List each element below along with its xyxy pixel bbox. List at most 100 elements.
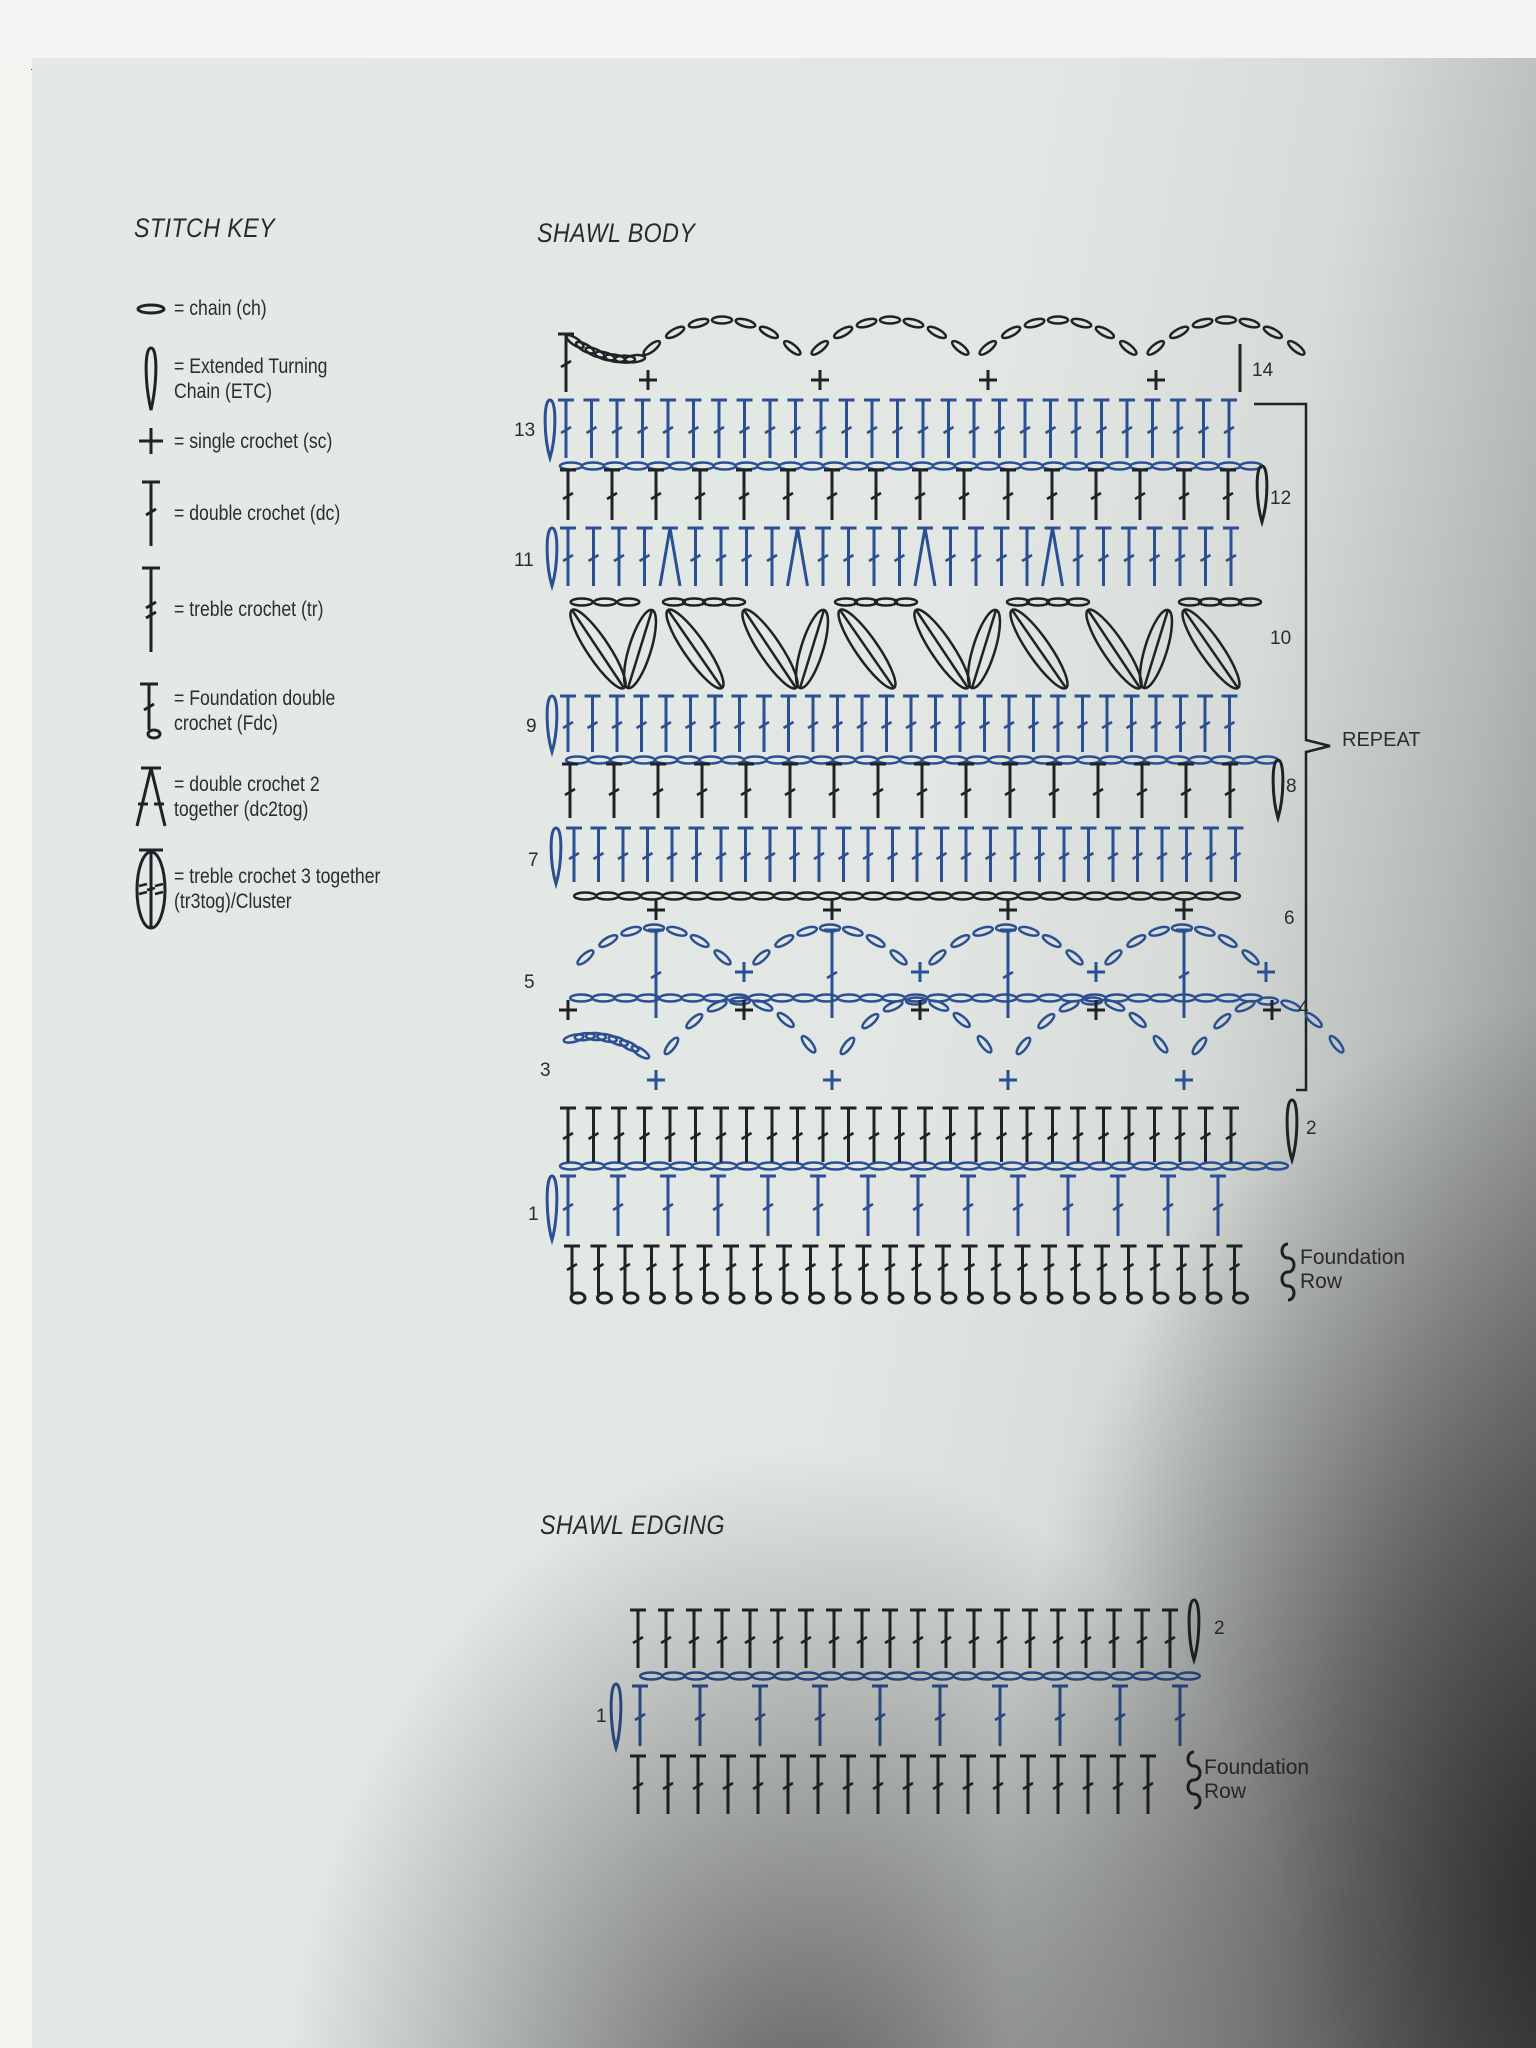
dc-stitch <box>1068 398 1084 458</box>
chain-link <box>756 461 781 471</box>
dc-stitch <box>798 1608 814 1668</box>
dc-stitch <box>634 398 651 458</box>
chain-link <box>646 461 671 471</box>
chain-link <box>774 933 795 949</box>
chain-link <box>609 755 634 765</box>
dc-stitch <box>1172 694 1189 752</box>
dc-stitch <box>838 398 855 458</box>
dc-stitch <box>940 398 957 458</box>
chain-arc <box>1146 315 1306 356</box>
dc-stitch <box>1050 1754 1066 1814</box>
dc-stitch <box>958 762 974 818</box>
fdc-chain <box>702 1291 719 1305</box>
dc-stitch <box>1160 1174 1176 1236</box>
chain-link <box>782 339 802 356</box>
chain-link <box>580 461 606 471</box>
chain-link <box>616 597 641 607</box>
dc-stitch <box>840 1106 857 1162</box>
sc-stitch <box>1263 1000 1281 1020</box>
chain-link <box>905 891 931 901</box>
fdc-stitch <box>1120 1244 1143 1305</box>
chain-arc <box>642 315 802 356</box>
chain-link <box>1023 317 1046 329</box>
dc-stitch <box>909 826 925 882</box>
dc-stitch <box>1046 762 1062 818</box>
sc-stitch <box>979 370 997 390</box>
dc-stitch <box>609 694 625 752</box>
chain-link <box>1005 597 1031 607</box>
dc-stitch <box>1123 694 1140 752</box>
chain-link <box>1217 933 1238 949</box>
chain-link <box>1063 461 1088 471</box>
dc-stitch <box>583 398 600 458</box>
dc-stitch <box>1007 826 1023 882</box>
chain-arc <box>810 315 970 356</box>
cluster-axis <box>838 609 896 689</box>
chain-link <box>752 949 771 966</box>
dc-stitch <box>731 694 748 752</box>
chain-link <box>1110 1161 1135 1171</box>
dc-stitch <box>829 694 846 752</box>
chain-link <box>742 755 768 765</box>
chain-link <box>1216 891 1242 901</box>
chain-link <box>665 925 688 937</box>
dc-stitch <box>910 1608 926 1668</box>
chain-link <box>691 1161 716 1171</box>
dc-stitch <box>692 468 708 520</box>
chain-link <box>1198 1161 1224 1171</box>
fdc-chain <box>1020 1291 1037 1305</box>
dc-stitch <box>872 1684 888 1746</box>
etc-stitch <box>545 526 559 592</box>
chain-link <box>1148 925 1171 937</box>
chain-link <box>974 1671 1000 1681</box>
dc-stitch <box>854 1608 870 1668</box>
dc-stitch <box>1095 526 1112 586</box>
chain-link <box>1328 1034 1345 1054</box>
dc-stitch <box>868 468 884 520</box>
chain-link <box>823 1161 849 1171</box>
chain-link <box>683 891 709 901</box>
chain-link <box>943 755 968 765</box>
dc-stitch <box>1172 1684 1188 1746</box>
chain-link <box>833 597 859 607</box>
dc2tog-leg <box>913 527 927 587</box>
dc-stitch <box>1176 468 1192 520</box>
chain-link <box>1194 891 1219 901</box>
dc-stitch <box>650 762 666 818</box>
dc-stitch <box>912 468 928 520</box>
chain-link <box>994 891 1020 901</box>
dc-stitch <box>604 468 620 520</box>
tr3tog-cluster <box>794 608 830 690</box>
chain-link <box>953 461 979 471</box>
chain-link <box>839 1036 856 1056</box>
fdc-stitch <box>1067 1244 1090 1305</box>
fdc-chain <box>1073 1291 1090 1305</box>
chain-link <box>630 1044 651 1060</box>
dc-stitch <box>1144 398 1161 458</box>
chain-link <box>972 891 997 901</box>
chain-link <box>680 993 706 1003</box>
dc-stitch <box>787 398 804 458</box>
chain-link <box>757 1161 782 1171</box>
chain-link <box>926 993 951 1003</box>
dc-stitch <box>1070 526 1086 586</box>
dc2tog-leg <box>1041 527 1054 587</box>
chain-link <box>1009 755 1035 765</box>
dc-stitch <box>1162 1608 1178 1668</box>
tr3tog-cluster <box>913 608 971 690</box>
chain-link <box>1107 461 1132 471</box>
body-row-label-4: 4 <box>1298 998 1309 1019</box>
chain-link <box>926 325 948 340</box>
dc-stitch <box>664 826 680 882</box>
body-row-label-12: 12 <box>1270 488 1291 509</box>
chain-link <box>1019 1671 1045 1681</box>
dc-stitch <box>835 826 852 882</box>
dc-stitch <box>910 1174 926 1236</box>
chain-link <box>1042 1671 1067 1681</box>
chain-link <box>928 949 947 966</box>
dc-stitch <box>968 1106 984 1162</box>
chain-link <box>972 925 995 937</box>
chain-link <box>1242 1161 1268 1171</box>
chain-link <box>728 891 753 901</box>
dc-stitch <box>687 526 704 586</box>
